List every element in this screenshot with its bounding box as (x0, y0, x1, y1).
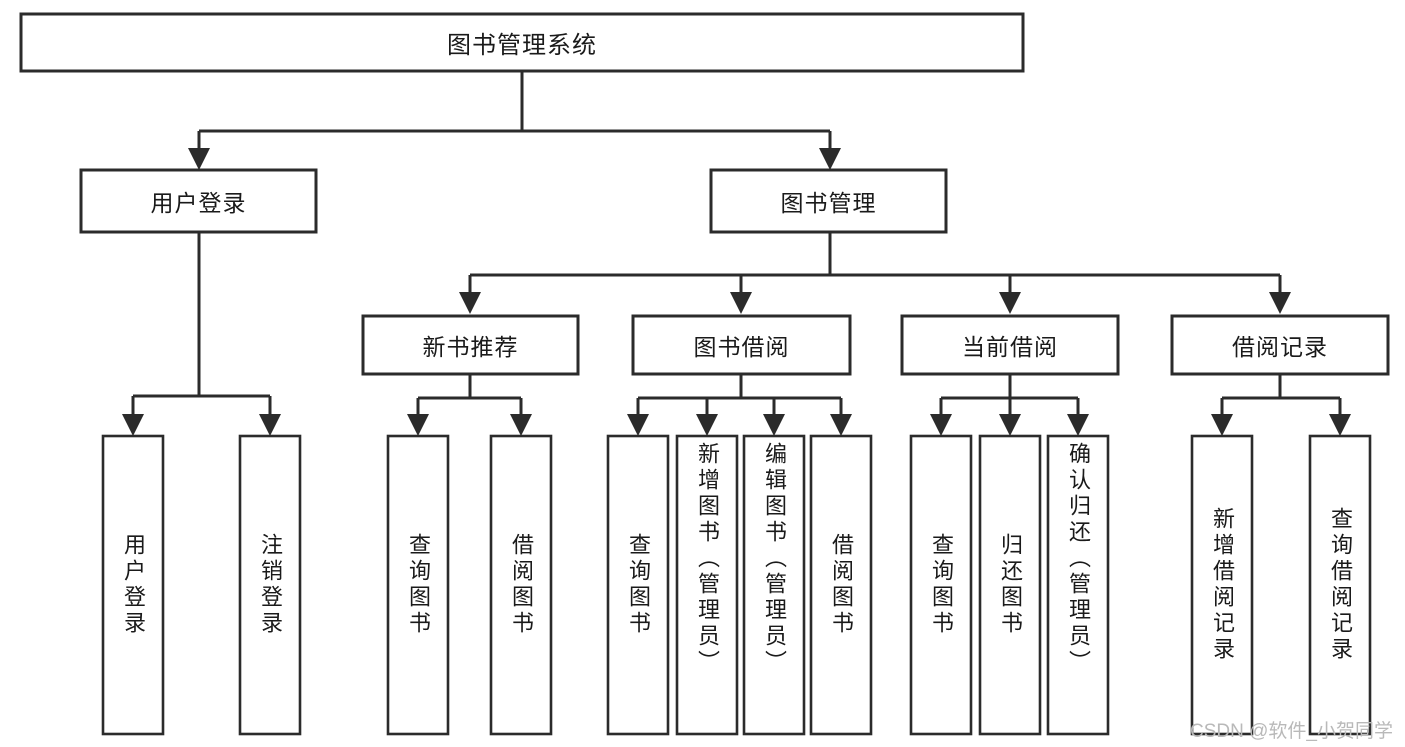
leaf-borrow-records-0[interactable] (1190, 434, 1254, 736)
node-book-management[interactable] (709, 168, 948, 234)
leaf-book-borrow-2[interactable] (742, 434, 806, 736)
leaf-current-borrow-0[interactable] (909, 434, 973, 736)
leaf-current-borrow-2[interactable] (1046, 434, 1110, 736)
leaf-new-books-1[interactable] (489, 434, 553, 736)
connector-userlogin-to-leaves (122, 232, 281, 436)
leaf-new-books-0[interactable] (386, 434, 450, 736)
leaf-user-login-0[interactable] (101, 434, 165, 736)
node-root-book-management-system[interactable] (19, 12, 1025, 73)
leaf-user-login-1[interactable] (238, 434, 302, 736)
node-current-borrow[interactable] (900, 314, 1120, 376)
connector-newbooks-to-leaves (407, 374, 532, 436)
connector-records-to-leaves (1211, 374, 1351, 436)
leaf-current-borrow-1[interactable] (978, 434, 1042, 736)
leaf-book-borrow-1[interactable] (675, 434, 739, 736)
node-borrow-records[interactable] (1170, 314, 1390, 376)
connector-bookborrow-to-leaves (627, 374, 852, 436)
connector-currentborrow-to-leaves (930, 374, 1089, 436)
node-book-borrow[interactable] (631, 314, 852, 376)
node-user-login[interactable] (79, 168, 318, 234)
connector-bookmgmt-to-level3 (459, 232, 1291, 314)
leaf-book-borrow-3[interactable] (809, 434, 873, 736)
node-new-book-recommend[interactable] (361, 314, 580, 376)
connector-root-to-level2 (188, 71, 841, 170)
leaf-borrow-records-1[interactable] (1308, 434, 1372, 736)
leaf-book-borrow-0[interactable] (606, 434, 670, 736)
